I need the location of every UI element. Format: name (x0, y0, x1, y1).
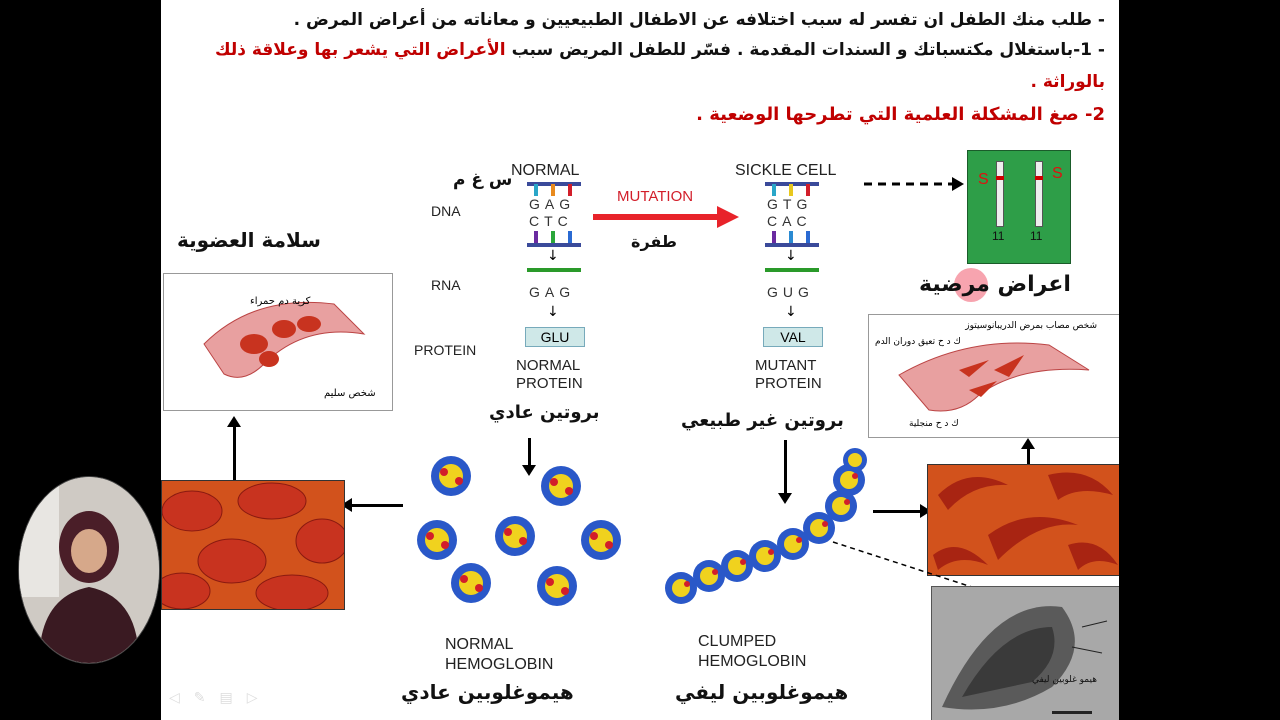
sickle-dna-tick-3 (806, 184, 810, 196)
sick-panel-title: شخص مصاب بمرض الدريبانوسيتوز (965, 321, 1097, 331)
sickle-rna-arrow: ↓ (785, 248, 797, 264)
normal-protein-arrow: ↓ (547, 304, 559, 320)
sickle-dna-tick-2 (789, 184, 793, 196)
normal-dna-lower-ticks (534, 231, 538, 243)
arrow-up-to-health (227, 416, 241, 480)
arrow-down-normal-hb (522, 438, 536, 476)
micrograph-image: هيمو غلوبين ليفي (931, 586, 1119, 720)
normal-dna-lower-ticks-3 (568, 231, 572, 243)
normal-rbc-image (161, 480, 345, 610)
chromosome-left-letter: S (978, 171, 989, 188)
prev-slide-icon[interactable]: ◁ (169, 690, 194, 706)
chromosome-box: S S 11 11 (967, 150, 1071, 264)
chromosome-right-band (1035, 176, 1043, 180)
normal-aa-box: GLU (525, 327, 585, 347)
normal-protein-ar: بروتين عادي (489, 402, 600, 423)
sgm-label: س غ م (453, 170, 513, 190)
next-slide-icon[interactable]: ▷ (246, 690, 272, 706)
presenter-avatar (19, 477, 159, 663)
protein-label: PROTEIN (414, 342, 477, 358)
chromosome-right-number: 11 (1030, 229, 1043, 243)
normal-hb-ar: هيموغلوبين عادي (401, 680, 574, 704)
sick-panel-sickle-label: ك د ح منجلية (909, 419, 959, 429)
clumped-hb-text-2: HEMOGLOBIN (698, 653, 807, 670)
instruction-line-2-red: الأعراض التي يشعر بها وعلاقة ذلك (215, 40, 506, 60)
normal-dna-bottom-seq: CTC (529, 213, 573, 229)
instruction-line-2: - 1-باستغلال مكتسباتك و السندات المقدمة … (215, 40, 1105, 60)
sickle-rna-bar (765, 268, 819, 272)
abnormal-protein-ar: بروتين غير طبيعي (681, 410, 844, 431)
health-ar: سلامة العضوية (177, 228, 321, 252)
webcam-overlay (18, 476, 160, 664)
normal-dna-bottom-bar (527, 243, 581, 247)
sickle-dna-lower-tick-2 (789, 231, 793, 243)
normal-dna-lower-ticks-2 (551, 231, 555, 243)
normal-dna-ticks (534, 184, 538, 196)
arrow-up-to-symptoms (1021, 438, 1035, 464)
dna-label: DNA (431, 203, 461, 219)
healthy-vessel-panel: كرية دم حمراء شخص سليم (163, 273, 393, 411)
sick-panel-block-label: ك د ح تعيق دوران الدم (875, 337, 961, 347)
fibrous-hb-ar: هيموغلوبين ليفي (675, 680, 849, 704)
sickle-rna-seq: GUG (767, 284, 814, 300)
chromosome-left-number: 11 (992, 229, 1005, 243)
sickle-dna-tick-1 (772, 184, 776, 196)
chromosome-left-band (996, 176, 1004, 180)
dashed-arrow-to-chromosome (864, 177, 964, 191)
normal-dna-top-seq: GAG (529, 196, 576, 212)
sickle-dna-bottom-seq: CAC (767, 213, 812, 229)
healthy-vessel-illustration (203, 301, 366, 378)
arrow-right-to-sickle-cells (873, 504, 931, 518)
mutation-ar-label: طفرة (631, 232, 677, 251)
slideshow-controls[interactable]: ◁✎▤▷ (169, 690, 279, 710)
clumped-hemoglobin-chain (665, 448, 867, 604)
symptoms-ar: اعراض مرضية (919, 272, 1071, 297)
sick-vessel-panel: شخص مصاب بمرض الدريبانوسيتوز ك د ح تعيق … (868, 314, 1119, 438)
pen-icon[interactable]: ✎ (193, 690, 220, 706)
sickle-dna-top-seq: GTG (767, 196, 813, 212)
sickle-header: SICKLE CELL (735, 162, 837, 179)
mutant-protein-text-1: MUTANT (755, 357, 817, 374)
mutant-protein-text-2: PROTEIN (755, 375, 822, 392)
arrow-down-clumped-hb (778, 440, 792, 504)
sickle-dna-bottom-bar (765, 243, 819, 247)
menu-icon[interactable]: ▤ (219, 690, 247, 706)
normal-hemoglobin-molecules (417, 456, 621, 606)
instruction-line-4: 2- صغ المشكلة العلمية التي تطرحها الوضعي… (696, 104, 1105, 125)
normal-dna-ticks-2 (551, 184, 555, 196)
normal-hb-text-2: HEMOGLOBIN (445, 656, 554, 673)
normal-dna-ticks-3 (568, 184, 572, 196)
healthy-person-label: شخص سليم (324, 388, 376, 399)
instruction-line-3: بالوراثة . (1030, 72, 1106, 92)
arrow-left-to-normal-cells (341, 498, 403, 512)
healthy-rbc-label: كرية دم حمراء (250, 296, 311, 307)
chromosome-left (996, 161, 1004, 227)
sickle-dna-lower-tick-1 (772, 231, 776, 243)
sickle-protein-arrow: ↓ (785, 304, 797, 320)
sickle-aa-box: VAL (763, 327, 823, 347)
normal-rna-bar (527, 268, 581, 272)
instruction-line-1: - طلب منك الطفل ان تفسر له سبب اختلافه ع… (293, 10, 1105, 30)
slide: - طلب منك الطفل ان تفسر له سبب اختلافه ع… (161, 0, 1119, 720)
mutation-arrow (593, 206, 739, 228)
instruction-line-2-black: - 1-باستغلال مكتسباتك و السندات المقدمة … (511, 40, 1105, 60)
chromosome-right (1035, 161, 1043, 227)
sick-vessel-illustration (898, 342, 1090, 412)
chromosome-right-letter: S (1052, 165, 1063, 182)
sickle-rbc-image (927, 464, 1119, 576)
normal-rna-arrow: ↓ (547, 248, 559, 264)
mutation-label: MUTATION (617, 188, 694, 205)
micrograph-label: هيمو غلوبين ليفي (1032, 675, 1097, 685)
normal-protein-text-1: NORMAL (516, 357, 581, 374)
sickle-dna-lower-tick-3 (806, 231, 810, 243)
normal-rna-seq: GAG (529, 284, 576, 300)
cursor-highlight (954, 268, 988, 302)
clumped-hb-text-1: CLUMPED (698, 633, 777, 650)
normal-protein-text-2: PROTEIN (516, 375, 583, 392)
rna-label: RNA (431, 277, 461, 293)
normal-hb-text-1: NORMAL (445, 636, 514, 653)
normal-header: NORMAL (511, 162, 580, 179)
